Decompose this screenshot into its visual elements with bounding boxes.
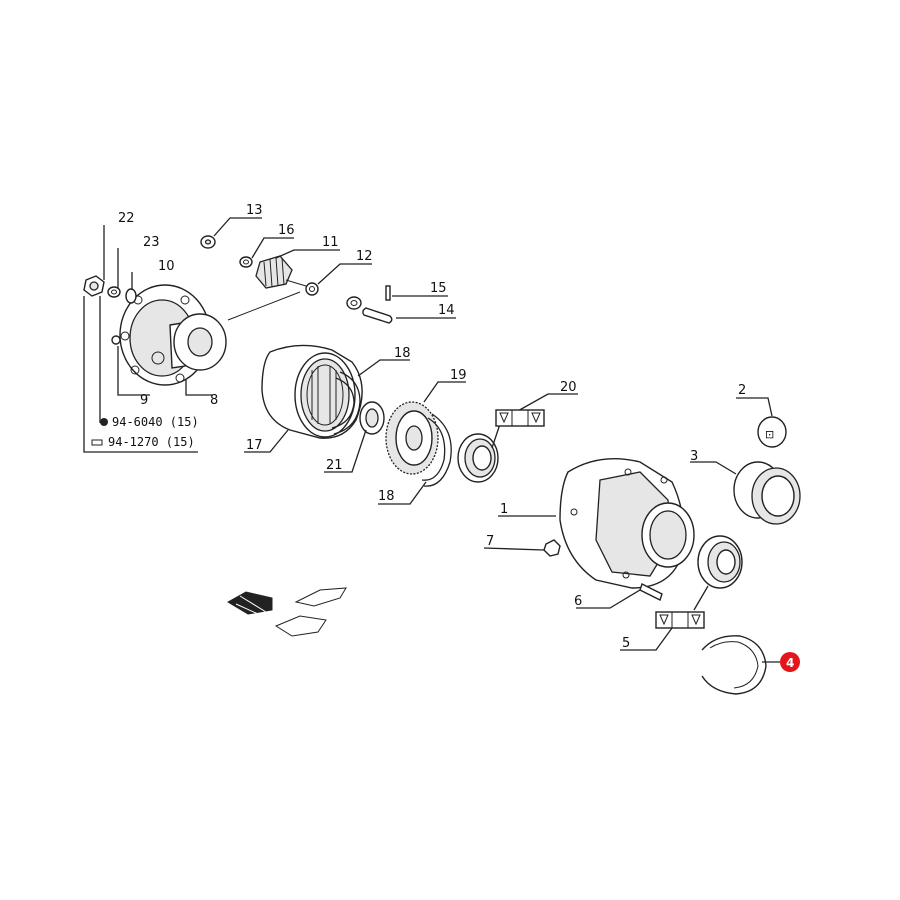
bearing-set-symbol-20	[495, 409, 545, 427]
washer-part-14a[interactable]	[346, 296, 362, 310]
highlight-badge	[780, 652, 800, 672]
callout-7: 7	[486, 534, 494, 549]
callout-12: 12	[356, 249, 373, 264]
bearing-set-symbol-5	[655, 611, 705, 629]
direction-arrow-icon	[227, 591, 273, 615]
snap-ring-part-18b[interactable]	[421, 413, 452, 487]
callout-14: 14	[438, 303, 455, 318]
reference-text-1: 94-6040 (15)	[112, 415, 199, 429]
part-9[interactable]	[111, 335, 121, 345]
nut-part-7[interactable]	[543, 539, 561, 557]
reference-nut: 94-6040 (15)	[100, 415, 199, 429]
bearing-cup-part-3[interactable]	[733, 461, 801, 525]
callout-4-highlight[interactable]: 4	[780, 652, 800, 672]
shaft-part-14[interactable]	[362, 307, 393, 324]
pin-part-15[interactable]	[385, 285, 391, 301]
reference-bolt: 94-1270 (15)	[91, 435, 195, 449]
ring-part-16[interactable]	[239, 256, 253, 268]
bolt-part-6[interactable]	[639, 583, 663, 601]
callout-2: 2	[738, 383, 746, 398]
callout-18b: 18	[378, 489, 395, 504]
planet-gear-part-11[interactable]	[255, 255, 307, 289]
axis-line	[227, 291, 301, 321]
svg-text:⊡: ⊡	[765, 428, 774, 441]
wheel-hub-part-1[interactable]	[559, 457, 695, 589]
callout-20: 20	[560, 380, 577, 395]
callout-1: 1	[500, 502, 508, 517]
callout-21: 21	[326, 458, 343, 473]
bearing-part-20[interactable]	[457, 433, 499, 483]
gear-part-19[interactable]	[385, 401, 439, 475]
bolt-icon	[91, 439, 103, 446]
washer-part-23[interactable]	[107, 286, 121, 298]
leader-lines	[83, 217, 780, 663]
callout-16: 16	[278, 223, 295, 238]
callout-15: 15	[430, 281, 447, 296]
bearing-part-5[interactable]	[697, 535, 743, 589]
callout-9: 9	[140, 393, 148, 408]
callout-22: 22	[118, 211, 135, 226]
callout-5: 5	[622, 636, 630, 651]
callout-6: 6	[574, 594, 582, 609]
callout-13: 13	[246, 203, 263, 218]
callout-10: 10	[158, 259, 175, 274]
pin-part-10[interactable]	[125, 288, 137, 304]
washer-part-13[interactable]	[200, 235, 216, 249]
callout-11: 11	[322, 235, 339, 250]
snap-ring-part-18[interactable]	[331, 371, 361, 435]
callout-18a: 18	[394, 346, 411, 361]
washer-part-12[interactable]	[305, 282, 319, 296]
outline-arrow-icon	[274, 587, 347, 637]
callout-4: 4	[786, 656, 794, 670]
callout-19: 19	[450, 368, 467, 383]
bolt-part-22[interactable]	[83, 275, 105, 297]
seal-part-21[interactable]	[359, 401, 385, 435]
plug-part-2[interactable]: ⊡	[757, 416, 787, 448]
nut-icon	[100, 418, 108, 426]
seal-ring-part-4[interactable]	[701, 635, 767, 695]
reference-text-2: 94-1270 (15)	[108, 435, 195, 449]
ring-gear-part-17[interactable]	[261, 344, 363, 439]
callout-17: 17	[246, 438, 263, 453]
callout-23: 23	[143, 235, 160, 250]
callout-3: 3	[690, 449, 698, 464]
planet-carrier-part[interactable]	[119, 284, 227, 386]
callout-8: 8	[210, 393, 218, 408]
